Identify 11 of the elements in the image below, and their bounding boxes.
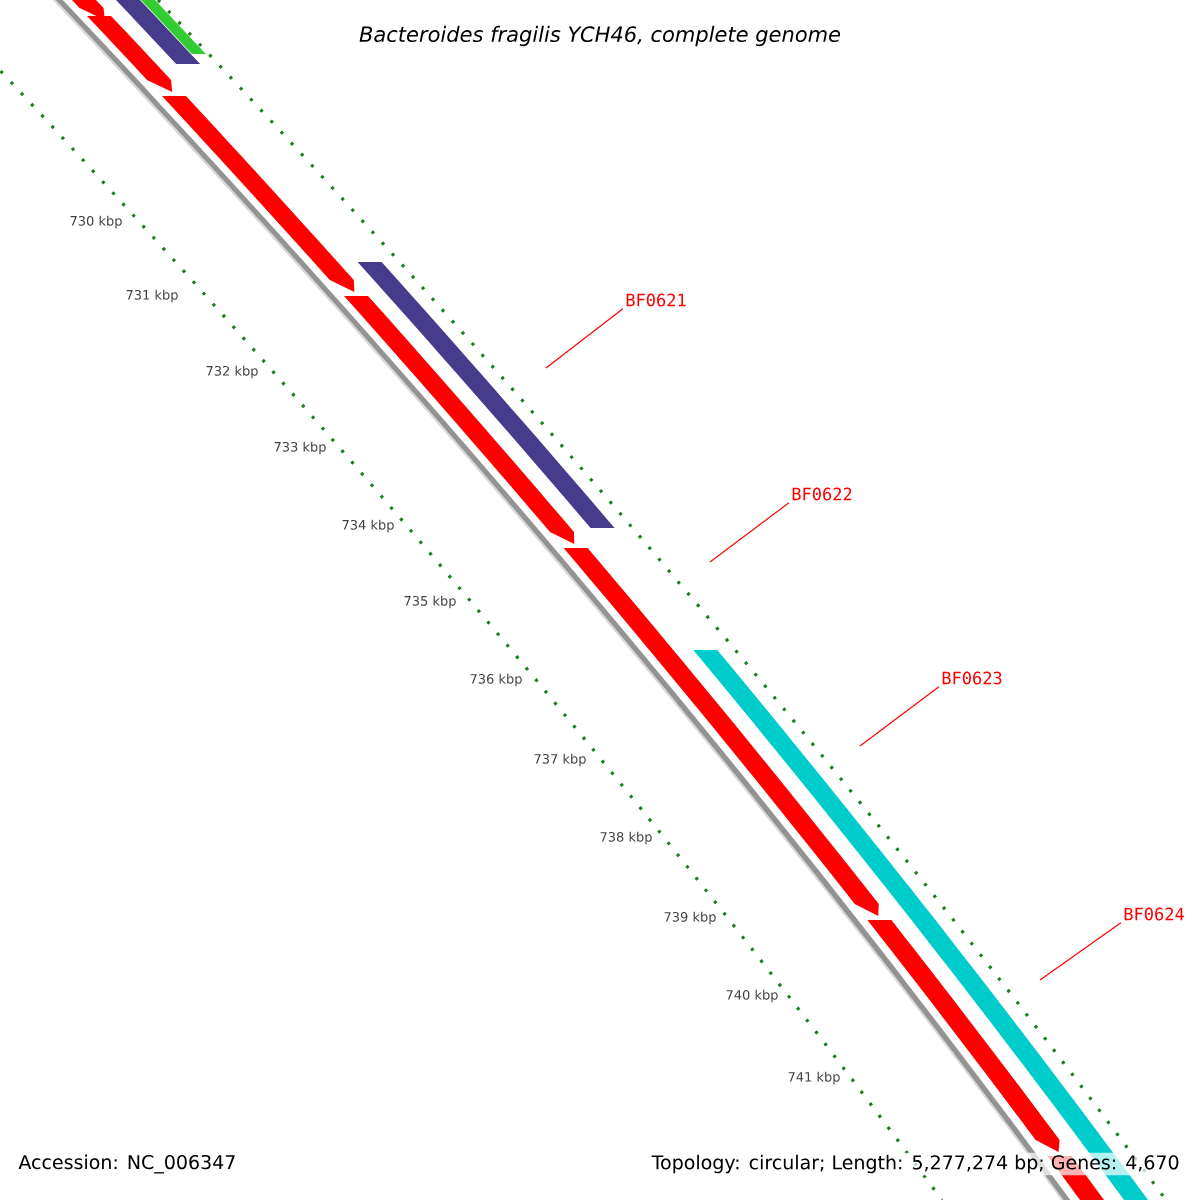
leader-line — [1039, 922, 1122, 981]
leader-line — [709, 502, 790, 563]
gene-label: BF0622 — [792, 487, 852, 501]
leader-line — [545, 308, 624, 369]
leader-line — [859, 686, 940, 747]
gene-label: BF0623 — [942, 671, 1002, 685]
title: Bacteroides fragilis YCH46, complete genome — [359, 25, 841, 47]
gene-label: BF0624 — [1124, 907, 1184, 921]
accession-text: Accession: NC_006347 — [16, 1152, 239, 1176]
genome-info-text: Topology: circular; Length: 5,277,274 bp; Genes: 4,670 — [649, 1152, 1182, 1176]
gene-label: BF0621 — [626, 293, 686, 307]
